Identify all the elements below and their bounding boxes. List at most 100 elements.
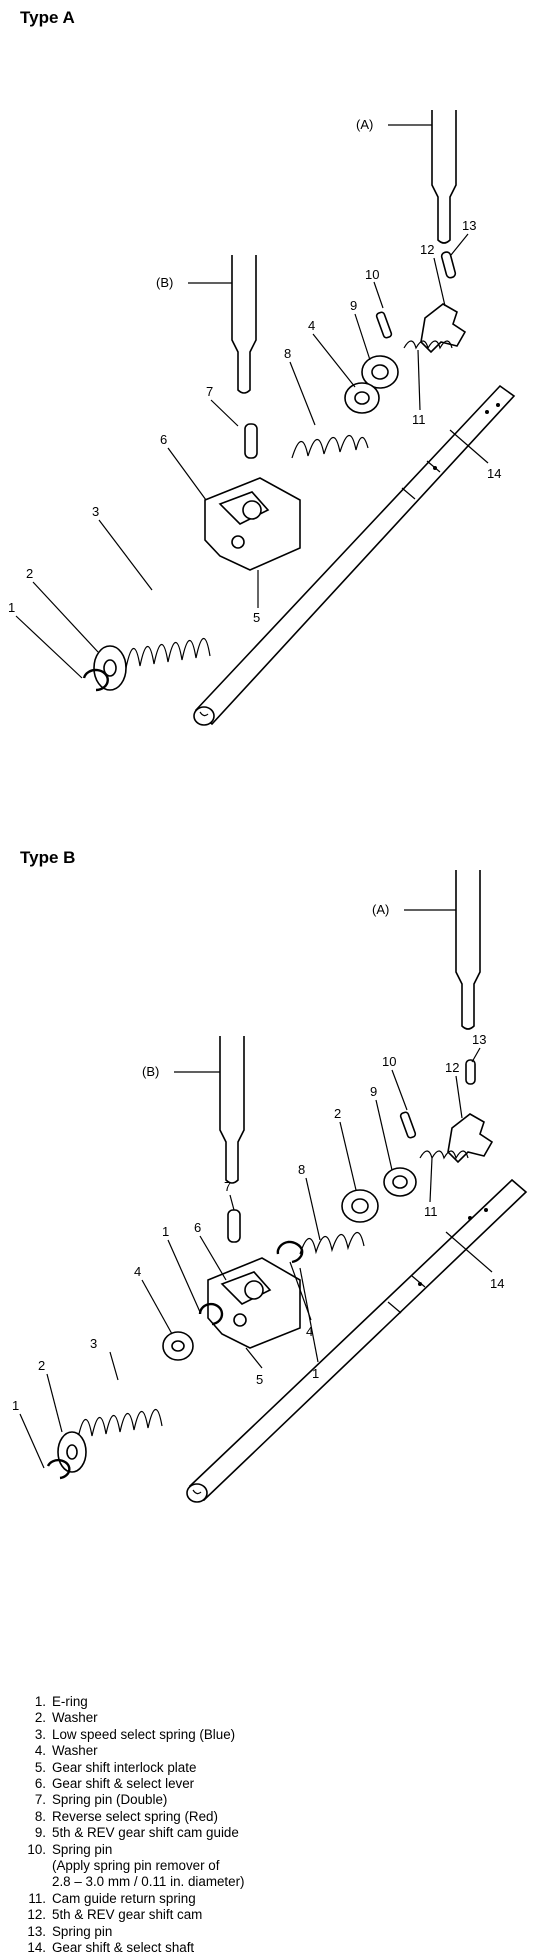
legend-item-text: 2.8 – 3.0 mm / 0.11 in. diameter) bbox=[52, 1874, 245, 1890]
washer-4 bbox=[344, 382, 380, 414]
type-b-title: Type B bbox=[20, 848, 76, 867]
legend-item-number: 3. bbox=[34, 1726, 46, 1742]
legend-item: 10.Spring pin bbox=[18, 1842, 528, 1858]
gear-shift-select-shaft bbox=[193, 384, 516, 726]
type-a-exploded-diagram: (A) (B) 13 12 10 9 11 4 8 7 6 5 3 2 1 14 bbox=[8, 110, 516, 726]
callout-2-lower: 2 bbox=[38, 1358, 45, 1373]
legend-item-number: 8. bbox=[34, 1808, 46, 1824]
legend-item-number: 2. bbox=[34, 1710, 46, 1726]
legend-item: 1.E-ring bbox=[18, 1694, 528, 1710]
washer-2-upper bbox=[341, 1189, 379, 1223]
callout-3: 3 bbox=[92, 504, 99, 519]
gear-shift-cam bbox=[447, 1113, 494, 1164]
callout-9: 9 bbox=[350, 298, 357, 313]
callout-tool-b: (B) bbox=[156, 275, 173, 290]
callout-tool-b: (B) bbox=[142, 1064, 159, 1079]
legend-item-text: Gear shift & select lever bbox=[52, 1776, 195, 1792]
callout-1-middle: 1 bbox=[162, 1224, 169, 1239]
legend-item-number: 13. bbox=[27, 1923, 46, 1939]
callout-4-lower: 4 bbox=[134, 1264, 141, 1279]
tool-a-spring-pin-remover bbox=[455, 870, 481, 1030]
reverse-select-spring bbox=[299, 1231, 365, 1255]
callout-9: 9 bbox=[370, 1084, 377, 1099]
legend-item-text: Gear shift & select shaft bbox=[52, 1940, 195, 1956]
low-speed-select-spring bbox=[77, 1408, 163, 1439]
spring-pin-7 bbox=[244, 423, 258, 459]
legend-item: 7. Spring pin (Double) bbox=[18, 1792, 528, 1808]
spring-pin-10 bbox=[375, 311, 393, 339]
legend-item-text: Washer bbox=[52, 1710, 98, 1726]
legend-item-number: 1. bbox=[34, 1694, 46, 1709]
callout-1-upper: 1 bbox=[312, 1366, 319, 1381]
legend-item-number bbox=[18, 1858, 52, 1874]
callout-11: 11 bbox=[412, 412, 426, 427]
legend-item-text: Reverse select spring (Red) bbox=[52, 1808, 218, 1824]
callout-7: 7 bbox=[224, 1179, 231, 1194]
legend-item-number: 7. bbox=[34, 1792, 46, 1808]
tool-b-spring-pin-remover bbox=[231, 255, 257, 394]
callout-2: 2 bbox=[26, 566, 33, 581]
cam-guide-return-spring bbox=[419, 1150, 469, 1160]
cam-guide-return-spring bbox=[403, 340, 453, 350]
legend-item-number: 4. bbox=[34, 1743, 46, 1759]
legend-item: 3. Low speed select spring (Blue) bbox=[18, 1727, 528, 1743]
tool-a-spring-pin-remover bbox=[431, 110, 457, 244]
legend-item-text: 5th & REV gear shift cam bbox=[52, 1907, 203, 1923]
legend-item: (Apply spring pin remover of bbox=[18, 1858, 528, 1874]
legend-item-text: Cam guide return spring bbox=[52, 1890, 196, 1906]
callout-12: 12 bbox=[420, 242, 434, 257]
callout-10: 10 bbox=[382, 1054, 396, 1069]
legend-item-text: Spring pin (Double) bbox=[52, 1792, 168, 1808]
leader-lines bbox=[15, 124, 489, 679]
callout-tool-a: (A) bbox=[372, 902, 389, 917]
gear-shift-cam-guide bbox=[383, 1167, 417, 1197]
type-a-title: Type A bbox=[20, 8, 75, 27]
e-ring-1-middle bbox=[198, 1302, 224, 1326]
legend-item-number: 11. bbox=[28, 1890, 46, 1906]
legend-item-number: 12. bbox=[27, 1907, 46, 1923]
callout-13: 13 bbox=[462, 218, 476, 233]
callout-11: 11 bbox=[424, 1204, 438, 1219]
gear-shift-select-lever bbox=[204, 477, 301, 571]
e-ring-1 bbox=[82, 668, 109, 692]
legend-item-number: 9. bbox=[34, 1825, 46, 1841]
e-ring-1-lower bbox=[46, 1458, 71, 1480]
callout-2-upper: 2 bbox=[334, 1106, 341, 1121]
callout-1-lower: 1 bbox=[12, 1398, 19, 1413]
legend-item-number: 5. bbox=[34, 1759, 46, 1775]
gear-shift-select-shaft bbox=[186, 1178, 528, 1503]
washer-2-lower bbox=[57, 1431, 87, 1473]
callout-12: 12 bbox=[445, 1060, 459, 1075]
spring-pin-10 bbox=[399, 1111, 417, 1139]
e-ring-1-upper bbox=[276, 1241, 303, 1264]
legend-item: 8. Reverse select spring (Red) bbox=[18, 1809, 528, 1825]
legend-item-number bbox=[18, 1874, 52, 1890]
legend-item: 11. Cam guide return spring bbox=[18, 1891, 528, 1907]
callout-10: 10 bbox=[365, 267, 379, 282]
reverse-select-spring bbox=[291, 434, 369, 459]
legend-item-number: 14. bbox=[27, 1940, 46, 1956]
legend-item-number: 6. bbox=[34, 1776, 46, 1792]
callout-6: 6 bbox=[194, 1220, 201, 1235]
legend-item-text: Spring pin bbox=[52, 1841, 113, 1857]
low-speed-select-spring bbox=[125, 637, 211, 669]
legend-item-text: Gear shift interlock plate bbox=[52, 1759, 197, 1775]
legend-item: 13. Spring pin bbox=[18, 1924, 528, 1940]
legend-item-text: Low speed select spring (Blue) bbox=[52, 1726, 236, 1742]
spring-pin-13 bbox=[465, 1059, 476, 1085]
legend-item: 4.Washer bbox=[18, 1743, 528, 1759]
callout-14: 14 bbox=[487, 466, 501, 481]
callout-3: 3 bbox=[90, 1336, 97, 1351]
callout-4-upper: 4 bbox=[306, 1324, 313, 1339]
legend-item-text: (Apply spring pin remover of bbox=[52, 1858, 220, 1874]
washer-2 bbox=[93, 645, 127, 691]
tool-b-spring-pin-remover bbox=[219, 1036, 245, 1184]
leader-lines bbox=[19, 909, 493, 1469]
callout-7: 7 bbox=[206, 384, 213, 399]
washer-4-lower bbox=[162, 1331, 194, 1361]
legend-item-text: Spring pin bbox=[52, 1923, 113, 1939]
legend-item: 14. Gear shift & select shaft bbox=[18, 1940, 528, 1956]
callout-1: 1 bbox=[8, 600, 15, 615]
legend-item: 2.8 – 3.0 mm / 0.11 in. diameter) bbox=[18, 1874, 528, 1890]
